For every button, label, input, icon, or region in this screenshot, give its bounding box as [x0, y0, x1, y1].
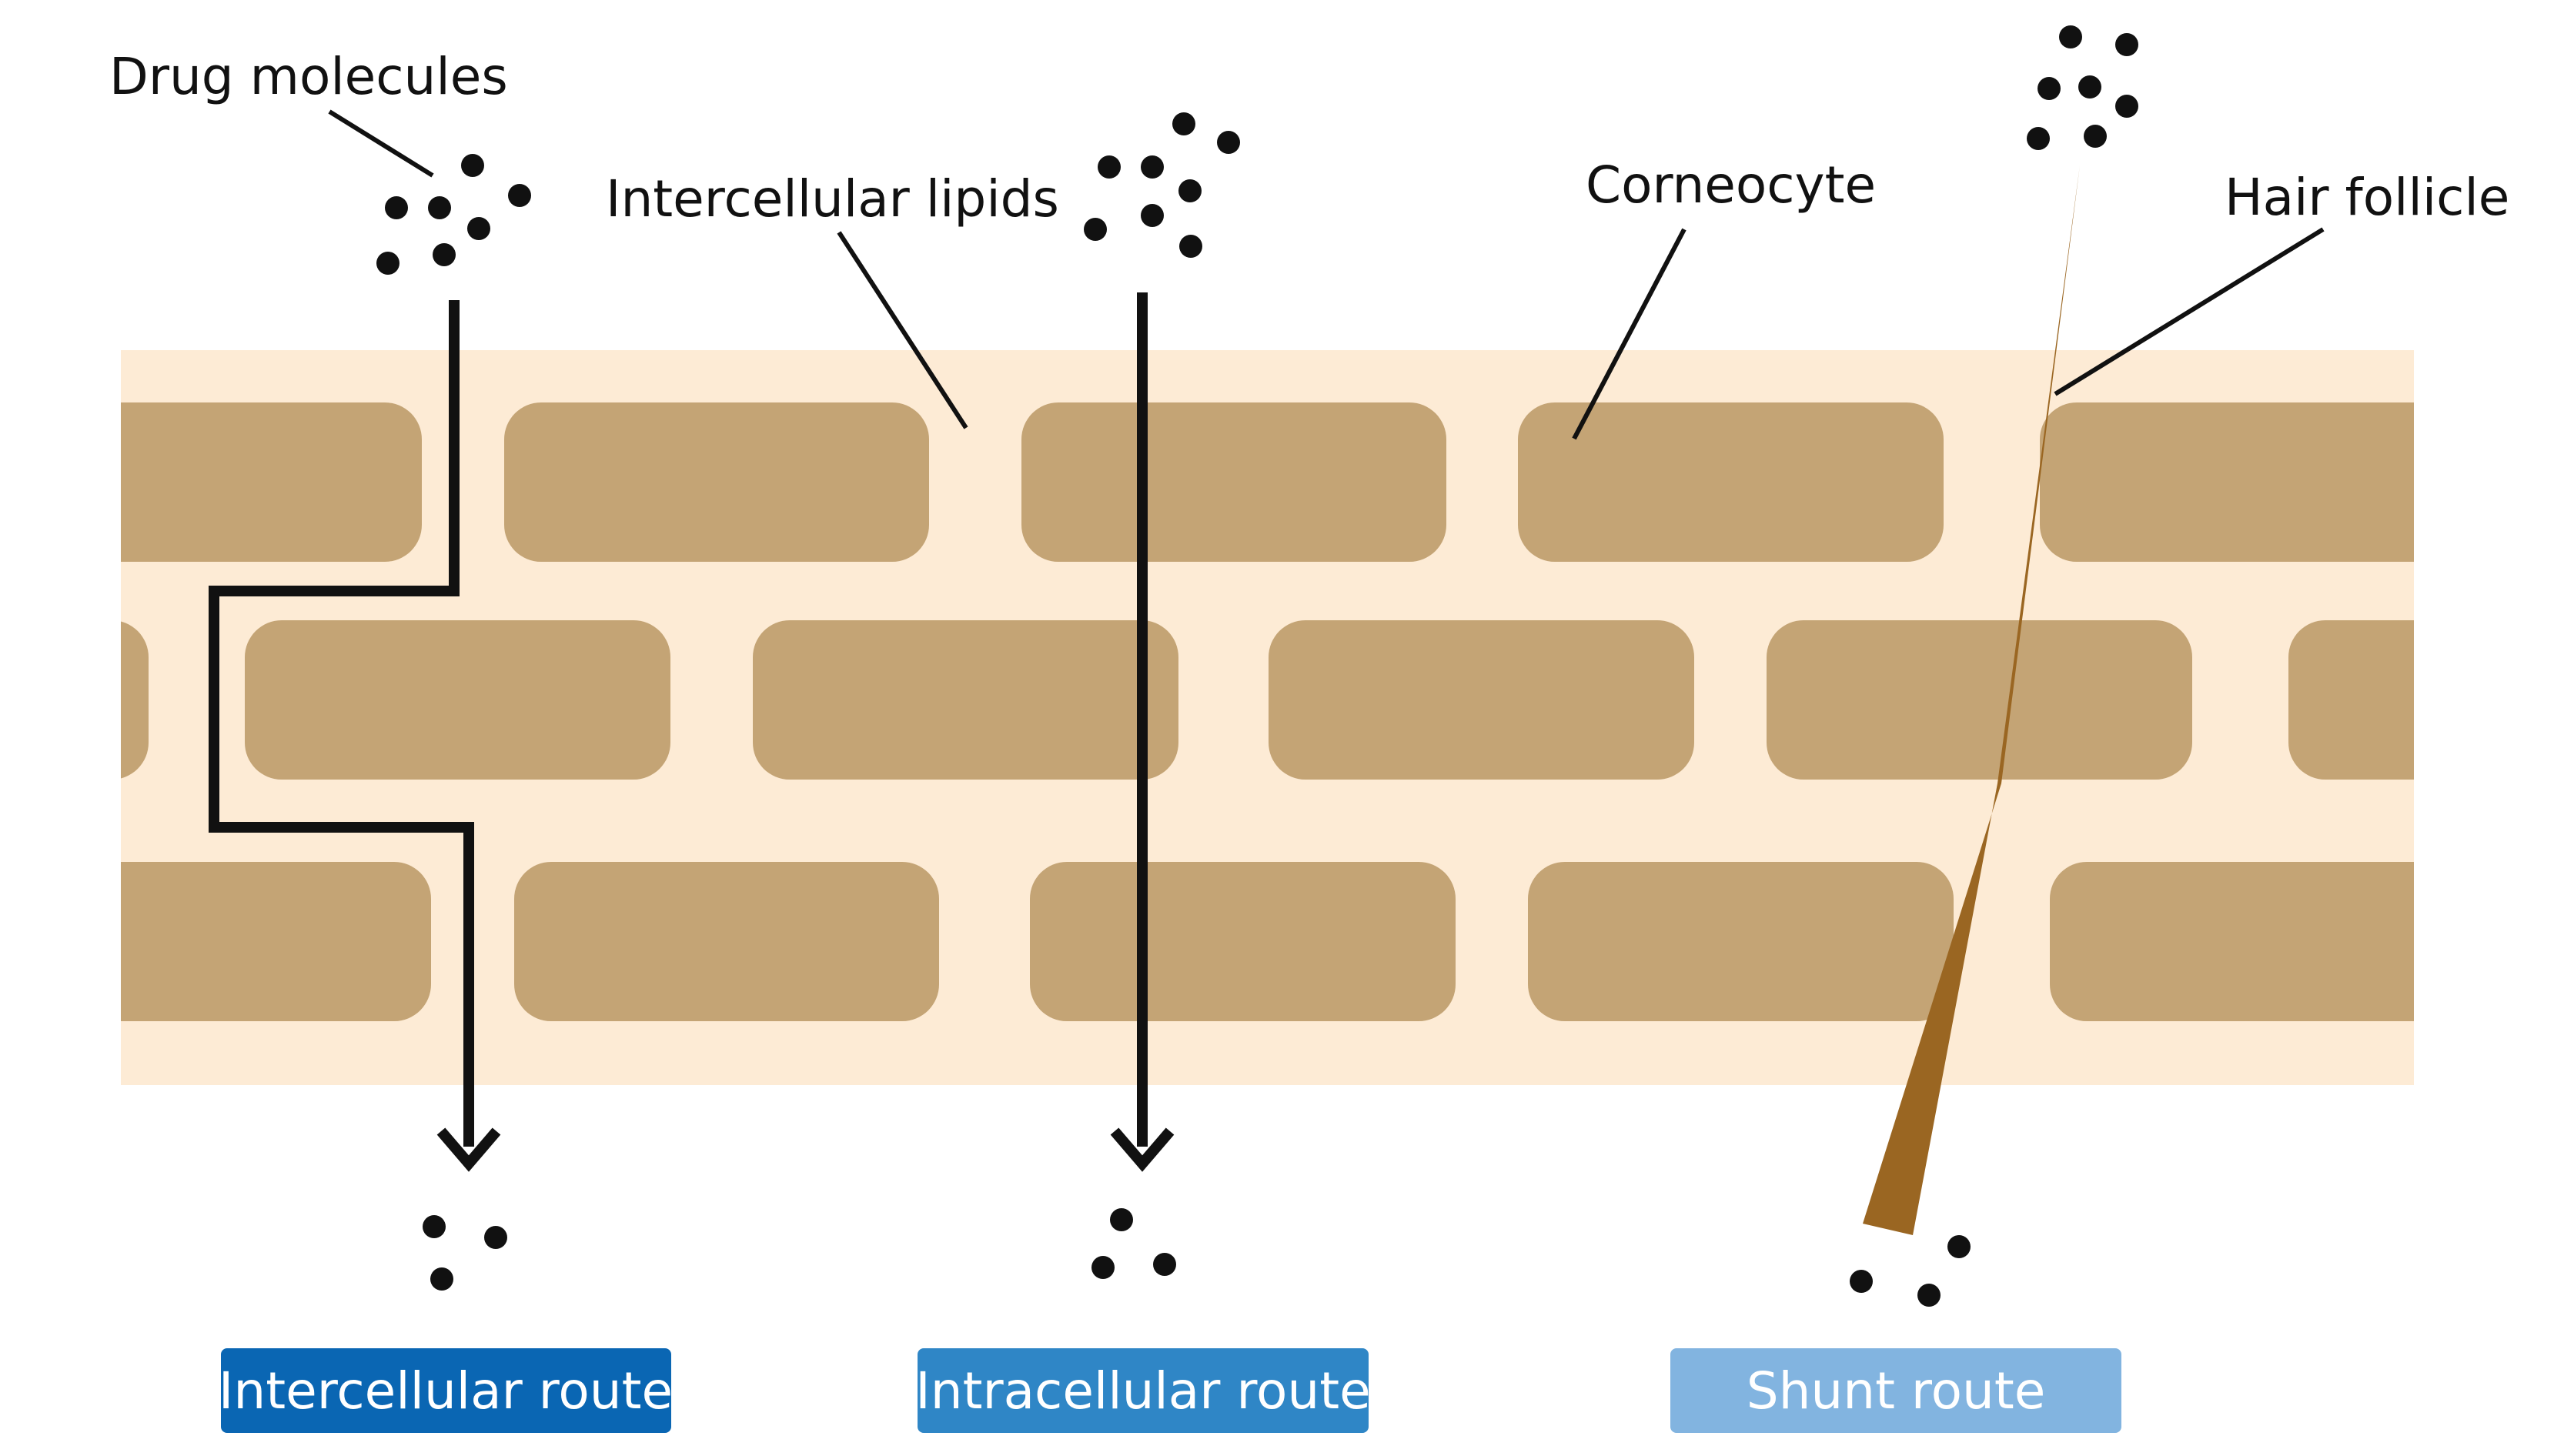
drug-molecule-cluster-top-3: [2027, 25, 2138, 150]
corneocyte-grid: [121, 402, 2414, 1021]
corneocyte-cell: [121, 621, 149, 779]
corneocyte-label: Corneocyte: [1586, 155, 1876, 215]
intercellular-route-arrow: [209, 300, 501, 1172]
drug-molecule-cluster-top-1: [376, 154, 531, 275]
intracellular-route-badge: Intracellular route: [915, 1348, 1371, 1433]
corneocyte-cell: [1021, 402, 1446, 562]
hair-follicle-leader-line: [2054, 227, 2325, 396]
drug-molecules-leader-line: [328, 109, 434, 178]
corneocyte-cell: [245, 620, 670, 780]
corneocyte-cell: [2040, 402, 2414, 562]
corneocyte-cell: [1518, 402, 1944, 562]
intercellular-route-badge: Intercellular route: [219, 1348, 673, 1433]
shunt-route-badge: Shunt route: [1670, 1348, 2121, 1433]
corneocyte-cell: [2050, 862, 2414, 1021]
drug-molecules-label: Drug molecules: [109, 47, 508, 106]
corneocyte-cell: [121, 862, 431, 1021]
intracellular-route-label: Intracellular route: [915, 1361, 1370, 1421]
corneocyte-cell: [1030, 862, 1456, 1021]
shunt-route-label: Shunt route: [1747, 1361, 2046, 1421]
corneocyte-cell: [1528, 862, 1954, 1021]
corneocyte-cell: [504, 402, 929, 562]
corneocyte-cell: [2288, 620, 2414, 780]
drug-molecule-cluster-bottom-1: [423, 1215, 507, 1291]
corneocyte-leader-line: [1572, 228, 1686, 440]
corneocyte-cell: [1767, 620, 2192, 780]
corneocyte-cell: [514, 862, 939, 1021]
drug-molecule-cluster-bottom-2: [1091, 1208, 1176, 1279]
corneocyte-cell: [1269, 620, 1694, 780]
intracellular-route-arrow: [1110, 292, 1175, 1172]
corneocyte-cell: [753, 620, 1178, 780]
drug-molecule-cluster-bottom-3: [1850, 1235, 1971, 1307]
hair-follicle-label: Hair follicle: [2225, 168, 2509, 227]
intercellular-route-label: Intercellular route: [219, 1361, 673, 1421]
corneocyte-cell: [121, 402, 422, 562]
drug-molecule-cluster-top-2: [1084, 112, 1240, 258]
intercellular-lipids-leader-line: [837, 231, 968, 429]
intercellular-lipids-label: Intercellular lipids: [606, 169, 1059, 229]
